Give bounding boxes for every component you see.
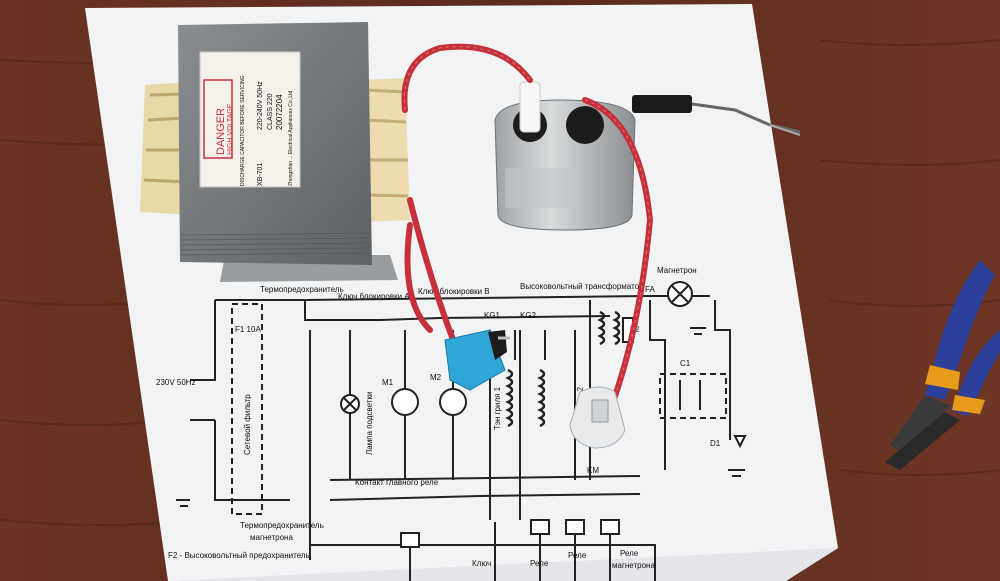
heater-coils <box>505 310 621 428</box>
hv-transformer: DANGER HIGH VOLTAGE DISCHARGE CAPACITOR … <box>140 22 410 282</box>
label-c1: C1 <box>680 359 691 368</box>
label-hv-fuse: F2 - Высоковольтный предохранитель <box>168 551 310 560</box>
hv-diode <box>632 95 801 136</box>
label-relay-3b: магнетрона <box>612 561 655 570</box>
pliers <box>885 260 1000 470</box>
sticker-discharge: DISCHARGE CAPACITOR BEFORE SERVICING <box>240 75 246 186</box>
label-key: Ключ <box>472 559 491 568</box>
sticker-maker: Zhongshan ... Electrical Appliances Co.,… <box>288 90 294 186</box>
label-net-filter: Сетевой фильтр <box>243 394 252 455</box>
sticker-rating: 220-240V 50Hz <box>257 81 264 130</box>
sticker-serial: 20072204 <box>275 94 284 130</box>
blue-spade-connector <box>444 329 510 391</box>
schematic-labels: Термопредохранитель Ключ блокировки А Кл… <box>156 266 721 570</box>
hv-capacitor <box>494 81 636 231</box>
label-kg1: KG1 <box>484 311 501 320</box>
label-lamp: Лампа подсветки <box>365 392 374 455</box>
label-f1: F1 10A <box>235 325 261 334</box>
sticker-high-voltage: HIGH VOLTAGE <box>227 103 234 155</box>
label-fa: FA <box>645 285 655 294</box>
label-d1: D1 <box>710 439 721 448</box>
label-thermo-fuse-magnetron-1: Термопредохранитель <box>240 521 324 530</box>
label-thermo-fuse-magnetron-2: магнетрона <box>250 533 293 542</box>
label-grill-1: Тэн гриля 1 <box>493 386 502 430</box>
clear-connector <box>569 386 626 449</box>
label-mains: 230V 50Hz <box>156 378 196 387</box>
label-relay-1: Реле <box>530 559 549 568</box>
schematic-components <box>340 281 747 548</box>
label-switch-a: Ключ блокировки А <box>338 292 410 301</box>
label-km: KM <box>587 466 599 475</box>
transformer-winding-right <box>360 78 410 222</box>
label-relay-2: Реле <box>568 551 587 560</box>
label-hv-transformer: Высоковольтный трансформатор <box>520 282 644 291</box>
label-switch-b: Ключ блокировки В <box>418 287 490 296</box>
sticker-danger: DANGER <box>215 108 227 155</box>
label-magnetron: Магнетрон <box>657 266 697 275</box>
label-m1: M1 <box>382 378 394 387</box>
capacitor-terminal-2 <box>566 106 604 144</box>
red-wires <box>401 43 654 413</box>
label-kg2: KG2 <box>520 311 537 320</box>
label-main-relay-contact: Контакт главного реле <box>355 478 439 487</box>
label-relay-3: Реле <box>620 549 639 558</box>
sticker-model: XB-701 <box>257 163 264 186</box>
label-m2: M2 <box>430 373 442 382</box>
transformer-label-sticker <box>199 51 301 188</box>
label-thermo-fuse: Термопредохранитель <box>260 285 344 294</box>
sticker-class: CLASS 220 <box>267 93 274 130</box>
